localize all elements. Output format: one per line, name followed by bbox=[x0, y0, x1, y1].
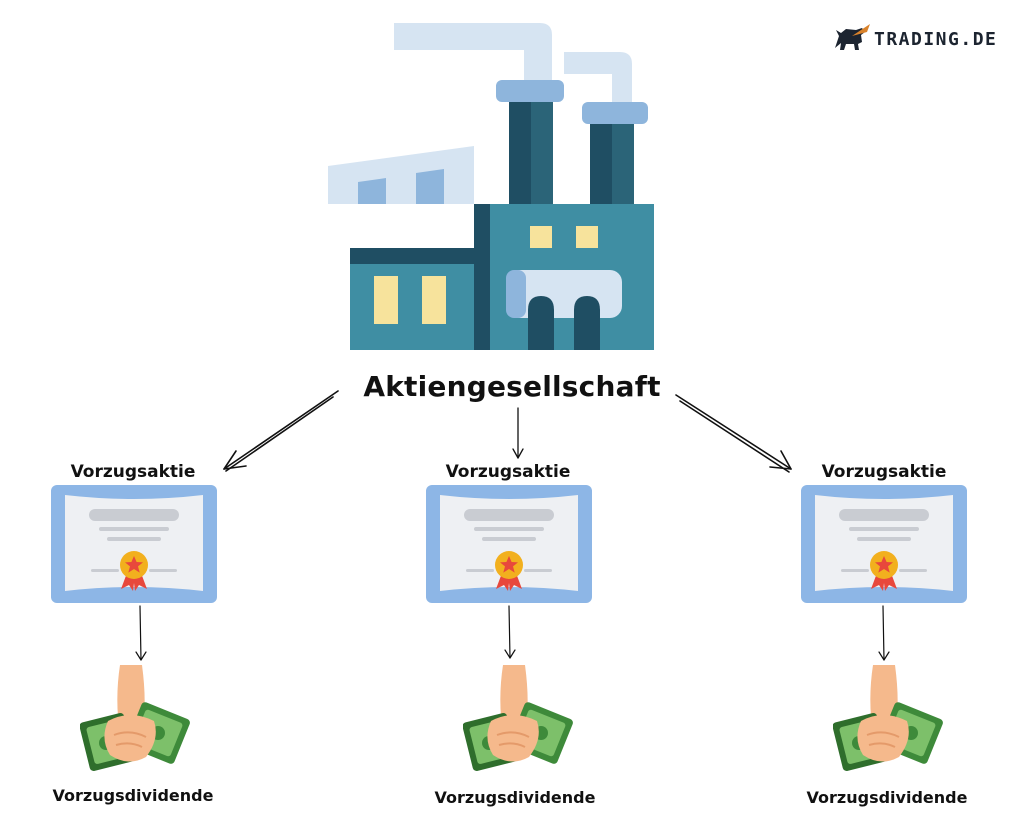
arrow-share-dividend-2 bbox=[504, 605, 516, 659]
hand-money-icon bbox=[80, 665, 190, 771]
hand-money-icon bbox=[833, 665, 943, 771]
arrow-right bbox=[675, 394, 792, 473]
brand-logo-text: TRADING.DE bbox=[874, 29, 998, 50]
dividend-label-3: Vorzugsdividende bbox=[806, 788, 968, 807]
arrow-share-dividend-3 bbox=[878, 605, 890, 661]
certificate-icon bbox=[51, 485, 217, 603]
hand-money-icon bbox=[463, 665, 573, 771]
dividend-label-1: Vorzugsdividende bbox=[52, 786, 214, 805]
certificate-icon bbox=[801, 485, 967, 603]
share-label-2: Vorzugsaktie bbox=[445, 462, 571, 482]
dividend-label-2: Vorzugsdividende bbox=[434, 788, 596, 807]
arrow-left bbox=[223, 390, 339, 472]
certificate-icon bbox=[426, 485, 592, 603]
bull-icon bbox=[835, 24, 870, 50]
arrow-center bbox=[512, 407, 524, 459]
root-label: Aktiengesellschaft bbox=[363, 370, 661, 403]
share-label-1: Vorzugsaktie bbox=[70, 462, 196, 482]
factory-icon bbox=[328, 23, 654, 350]
arrow-share-dividend-1 bbox=[135, 605, 147, 661]
share-label-3: Vorzugsaktie bbox=[821, 462, 947, 482]
brand-logo: TRADING.DE bbox=[832, 22, 1022, 56]
